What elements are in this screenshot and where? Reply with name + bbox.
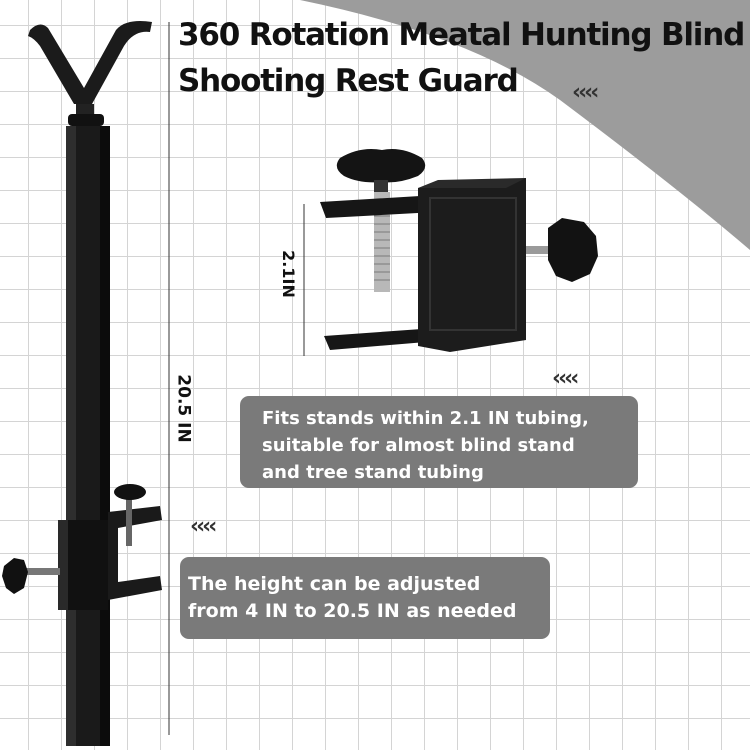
tubing-fit-callout: Fits stands within 2.1 IN tubing, suitab… bbox=[240, 396, 638, 488]
callout-text-line: and tree stand tubing bbox=[262, 462, 484, 483]
clamp-dimension-label: 2.1IN bbox=[279, 250, 298, 298]
callout-text-line: suitable for almost blind stand bbox=[262, 435, 575, 456]
height-adjust-callout: The height can be adjusted from 4 IN to … bbox=[180, 557, 550, 639]
shooting-rest-pole-image bbox=[2, 21, 162, 746]
callout-text-line: The height can be adjusted bbox=[188, 573, 481, 595]
height-dimension-line bbox=[168, 22, 170, 735]
product-title-line-2: Shooting Rest Guard bbox=[178, 63, 519, 99]
chevrons-icon: ‹‹‹‹ bbox=[552, 366, 579, 391]
clamp-dimension-line bbox=[303, 204, 305, 356]
clamp-detail-image bbox=[320, 149, 598, 352]
chevrons-icon: ‹‹‹‹ bbox=[572, 80, 599, 105]
callout-text-line: Fits stands within 2.1 IN tubing, bbox=[262, 408, 589, 429]
chevrons-icon: ‹‹‹‹ bbox=[190, 514, 217, 539]
product-title-line-1: 360 Rotation Meatal Hunting Blind bbox=[178, 17, 745, 53]
callout-text-line: from 4 IN to 20.5 IN as needed bbox=[188, 600, 517, 622]
